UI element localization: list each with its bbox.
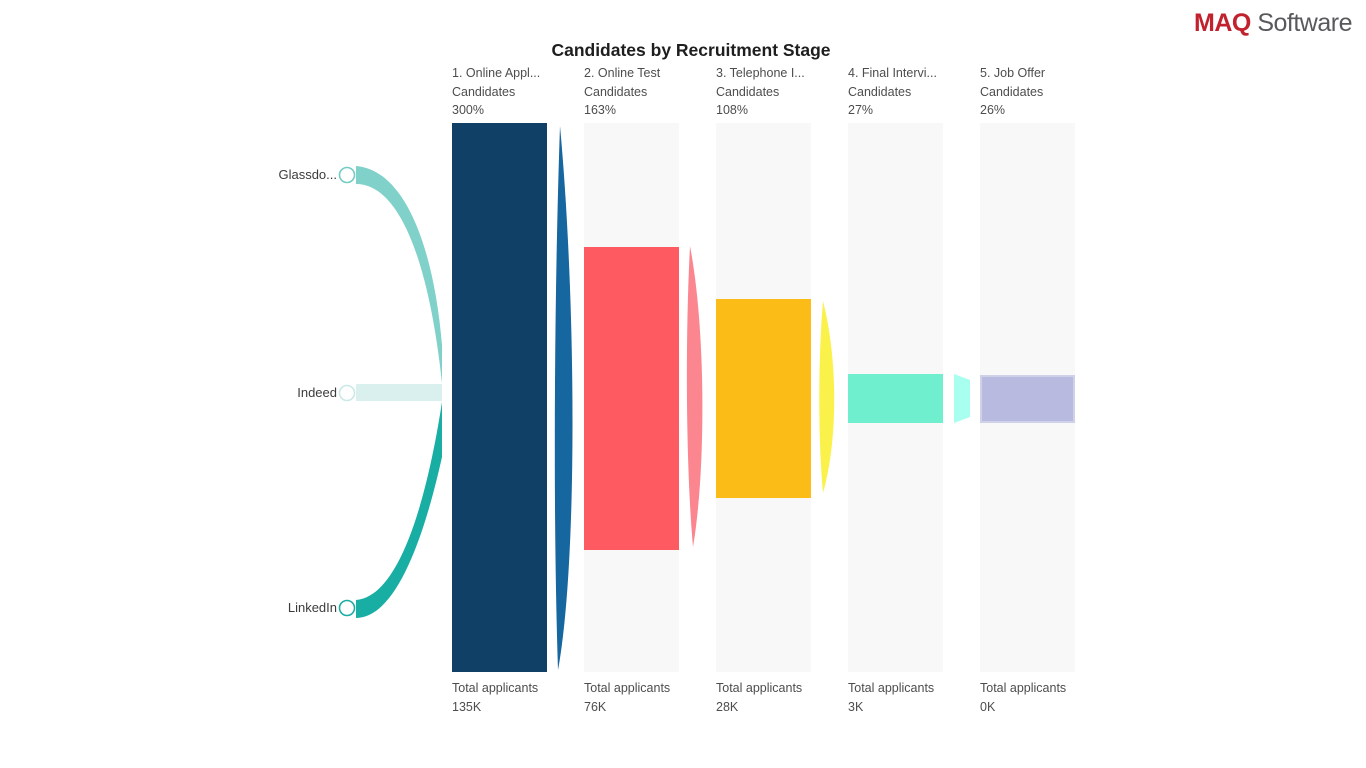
connector-stage2-stage3 (686, 246, 703, 547)
stage-percent: 27% (848, 103, 874, 117)
total-label: Total applicants (452, 681, 539, 695)
stage-measure-label: Candidates (848, 84, 912, 99)
total-value: 76K (584, 699, 607, 714)
source-node-circle-indeed[interactable] (338, 384, 356, 402)
stage-column-1: 1. Online Appl... Candidates 300% Total … (452, 0, 547, 768)
stage-column-3: 3. Telephone I... Candidates 108% Total … (716, 0, 811, 768)
stage-bar-3[interactable] (716, 299, 811, 498)
stage-percent: 300% (452, 103, 484, 117)
stage-bar-2[interactable] (584, 247, 679, 550)
stage-name: 4. Final Intervi... (848, 66, 937, 80)
stage-name: 1. Online Appl... (452, 66, 541, 80)
stage-measure-label: Candidates (980, 84, 1044, 99)
chart-title: Candidates by Recruitment Stage (551, 40, 831, 60)
stage-header-3: 3. Telephone I... Candidates 108% (716, 64, 876, 120)
stage-percent: 108% (716, 103, 748, 117)
stage-name: 5. Job Offer (980, 66, 1046, 80)
stage-column-5: 5. Job Offer Candidates 26% Total applic… (980, 0, 1075, 768)
stage-bar-4[interactable] (848, 374, 943, 423)
stage-header-5: 5. Job Offer Candidates 26% (980, 64, 1140, 120)
total-value: 0K (980, 699, 996, 714)
stage-percent: 26% (980, 103, 1006, 117)
total-label: Total applicants (716, 681, 803, 695)
logo-suffix-text: Software (1257, 9, 1352, 37)
source-label-linkedin: LinkedIn (287, 600, 337, 615)
total-label: Total applicants (848, 681, 935, 695)
flow-indeed[interactable] (356, 384, 442, 401)
source-label-glassdoor: Glassdo... (278, 167, 337, 182)
total-label: Total applicants (980, 681, 1067, 695)
source-label-indeed: Indeed (297, 385, 337, 400)
stage-footer-2: Total applicants 76K (584, 679, 744, 716)
stage-percent: 163% (584, 103, 616, 117)
total-label: Total applicants (584, 681, 671, 695)
stage-name: 3. Telephone I... (716, 66, 805, 80)
stage-footer-3: Total applicants 28K (716, 679, 876, 716)
stage-header-2: 2. Online Test Candidates 163% (584, 64, 744, 120)
total-value: 135K (452, 699, 482, 714)
stage-measure-label: Candidates (716, 84, 780, 99)
logo-brand-text: MAQ (1194, 9, 1251, 37)
connector-stage4-stage5 (954, 374, 970, 423)
stage-column-4: 4. Final Intervi... Candidates 27% Total… (848, 0, 943, 768)
stage-footer-5: Total applicants 0K (980, 679, 1140, 716)
source-node-circle-glassdoor[interactable] (338, 166, 356, 184)
stage-bar-5[interactable] (980, 375, 1075, 423)
stage-name: 2. Online Test (584, 66, 661, 80)
stage-header-4: 4. Final Intervi... Candidates 27% (848, 64, 1008, 120)
maq-software-logo: MAQ Software (1194, 9, 1352, 38)
stage-header-1: 1. Online Appl... Candidates 300% (452, 64, 612, 120)
stage-bar-1[interactable] (452, 123, 547, 672)
source-node-circle-linkedin[interactable] (338, 599, 356, 617)
connector-stage1-stage2 (554, 126, 573, 670)
total-value: 28K (716, 699, 739, 714)
connector-stage3-stage4 (819, 301, 835, 493)
stage-footer-4: Total applicants 3K (848, 679, 1008, 716)
stage-measure-label: Candidates (584, 84, 648, 99)
flow-linkedin[interactable] (356, 402, 442, 618)
stage-footer-1: Total applicants 135K (452, 679, 612, 716)
stage-column-2: 2. Online Test Candidates 163% Total app… (584, 0, 679, 768)
flow-glassdoor[interactable] (356, 166, 442, 383)
stage-measure-label: Candidates (452, 84, 516, 99)
total-value: 3K (848, 699, 864, 714)
